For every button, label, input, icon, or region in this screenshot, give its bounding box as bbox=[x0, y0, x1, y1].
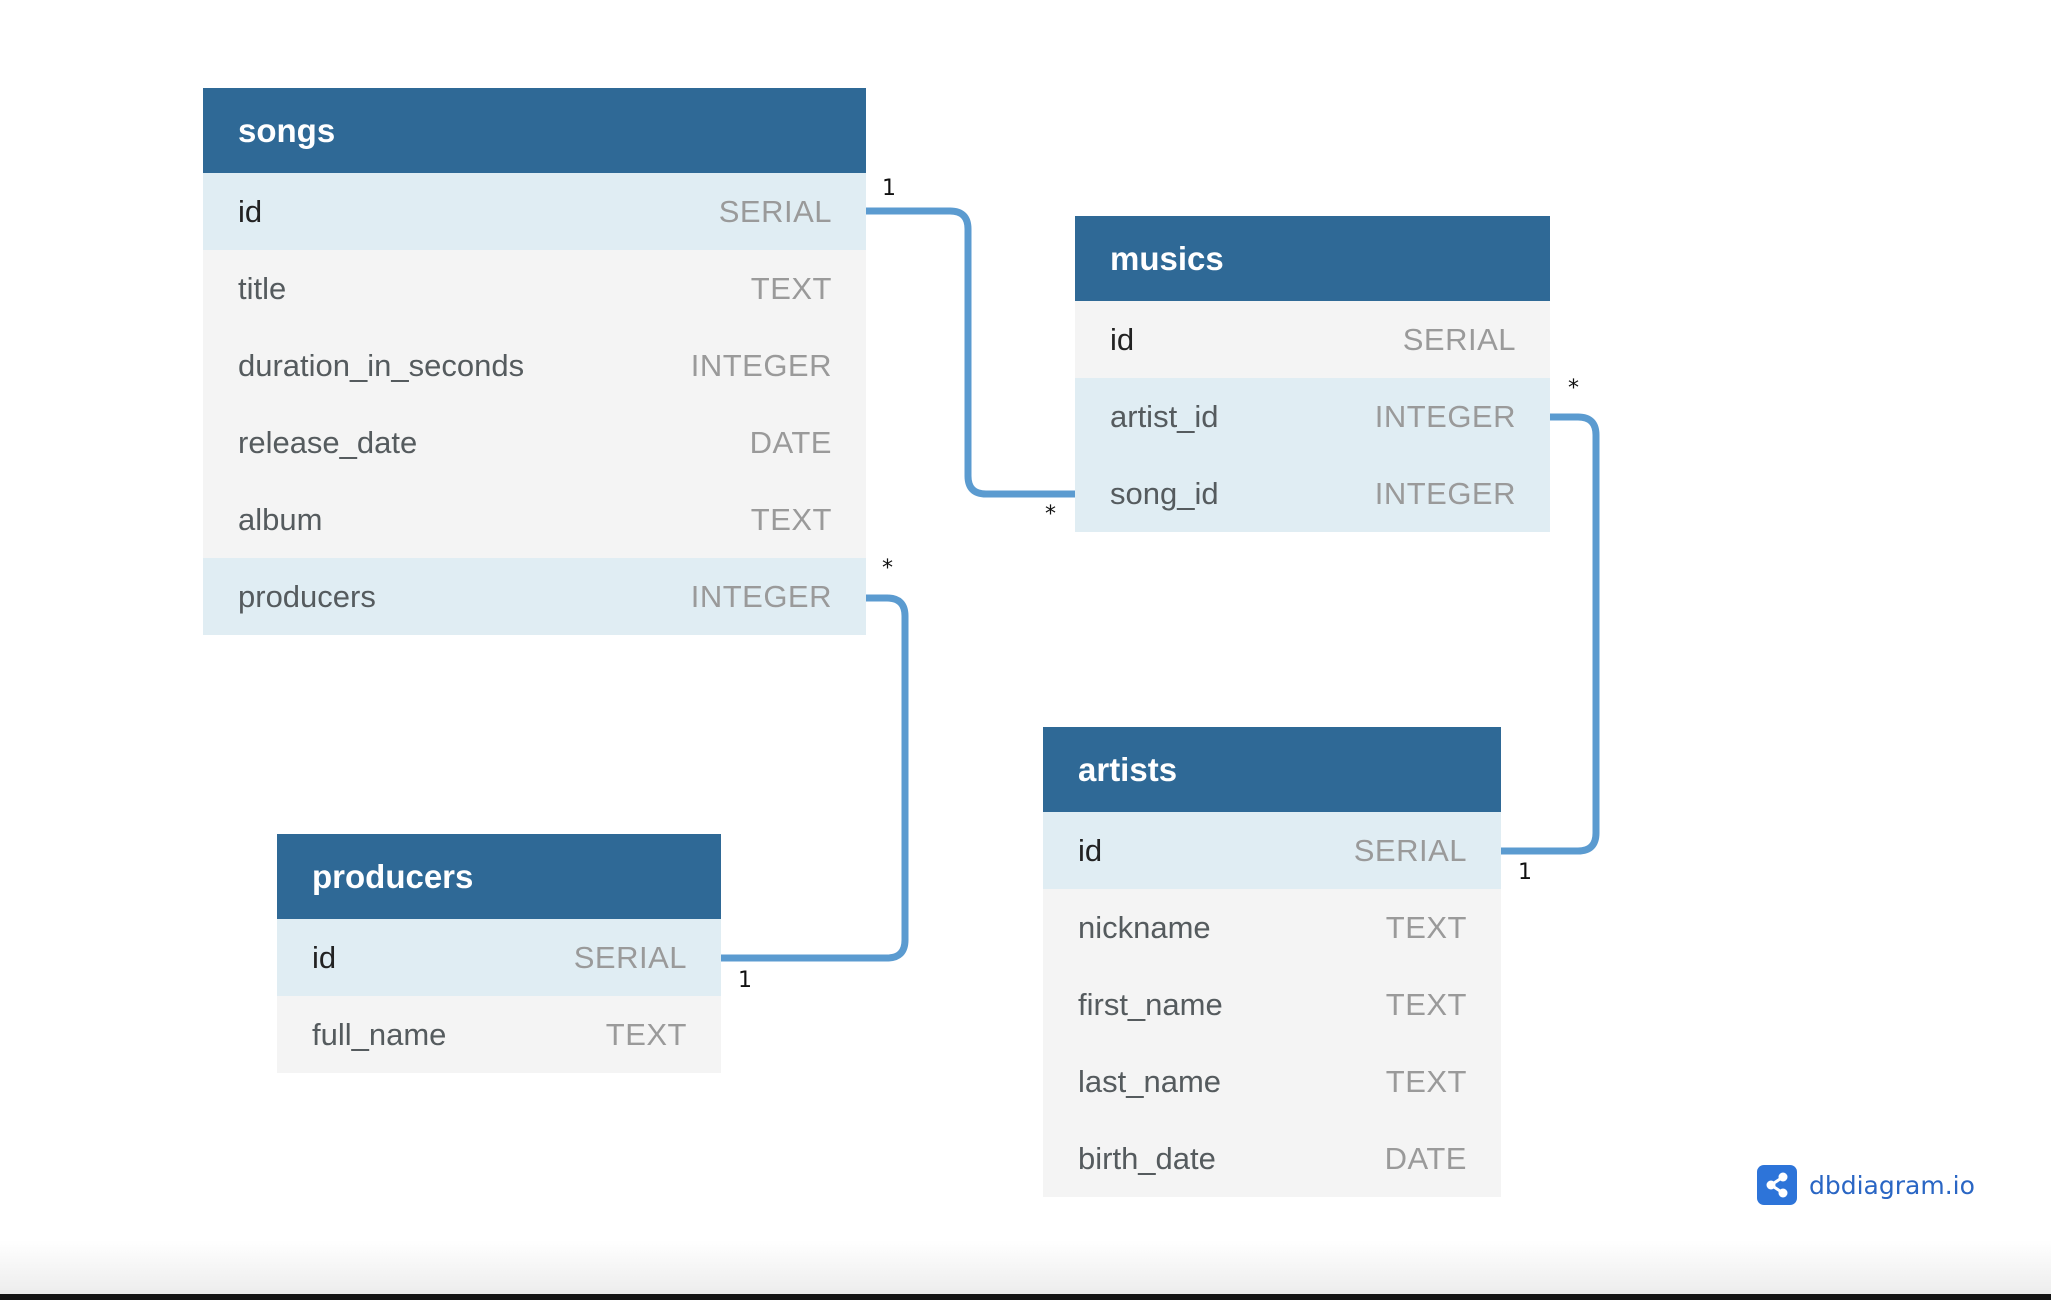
column-name: nickname bbox=[1078, 909, 1211, 945]
column-type: INTEGER bbox=[1374, 475, 1516, 511]
column-row[interactable]: full_name TEXT bbox=[277, 996, 721, 1073]
cardinality-label: 1 bbox=[738, 968, 752, 993]
column-name: release_date bbox=[238, 424, 418, 460]
column-type: TEXT bbox=[750, 501, 832, 537]
column-name: duration_in_seconds bbox=[238, 347, 525, 383]
column-type: INTEGER bbox=[690, 578, 832, 614]
column-name: last_name bbox=[1078, 1063, 1222, 1099]
table-header-musics[interactable]: musics bbox=[1075, 216, 1550, 301]
column-type: SERIAL bbox=[718, 193, 832, 229]
column-type: SERIAL bbox=[573, 939, 687, 975]
column-name: id bbox=[312, 939, 337, 975]
column-type: TEXT bbox=[605, 1016, 687, 1052]
column-type: INTEGER bbox=[690, 347, 832, 383]
column-row[interactable]: id SERIAL bbox=[203, 173, 866, 250]
column-type: DATE bbox=[1384, 1140, 1467, 1176]
link-songs-musics[interactable] bbox=[866, 207, 1075, 498]
table-artists[interactable]: artists id SERIAL nickname TEXT first_na… bbox=[1043, 727, 1501, 1197]
column-row[interactable]: id SERIAL bbox=[1075, 301, 1550, 378]
column-row[interactable]: id SERIAL bbox=[277, 919, 721, 996]
column-type: TEXT bbox=[750, 270, 832, 306]
column-type: DATE bbox=[749, 424, 832, 460]
link-songs-producers[interactable] bbox=[721, 594, 909, 962]
column-row[interactable]: birth_date DATE bbox=[1043, 1120, 1501, 1197]
column-name: producers bbox=[238, 578, 376, 614]
column-row[interactable]: release_date DATE bbox=[203, 404, 866, 481]
column-type: TEXT bbox=[1385, 909, 1467, 945]
column-name: birth_date bbox=[1078, 1140, 1216, 1176]
cardinality-label: 1 bbox=[1518, 860, 1532, 885]
column-row[interactable]: last_name TEXT bbox=[1043, 1043, 1501, 1120]
column-row[interactable]: artist_id INTEGER bbox=[1075, 378, 1550, 455]
column-row[interactable]: album TEXT bbox=[203, 481, 866, 558]
table-header-songs[interactable]: songs bbox=[203, 88, 866, 173]
cardinality-label: * bbox=[1568, 376, 1579, 401]
column-name: song_id bbox=[1110, 475, 1219, 511]
table-header-producers[interactable]: producers bbox=[277, 834, 721, 919]
footer-bar bbox=[0, 1294, 2051, 1300]
table-musics[interactable]: musics id SERIAL artist_id INTEGER song_… bbox=[1075, 216, 1550, 532]
column-name: full_name bbox=[312, 1016, 447, 1052]
dbdiagram-brand[interactable]: dbdiagram.io bbox=[1757, 1165, 1975, 1205]
brand-text: dbdiagram.io bbox=[1809, 1170, 1975, 1200]
column-name: id bbox=[1078, 832, 1103, 868]
column-name: id bbox=[238, 193, 263, 229]
column-name: artist_id bbox=[1110, 398, 1219, 434]
footer-shadow bbox=[0, 1240, 2051, 1296]
column-type: TEXT bbox=[1385, 986, 1467, 1022]
table-header-artists[interactable]: artists bbox=[1043, 727, 1501, 812]
table-producers[interactable]: producers id SERIAL full_name TEXT bbox=[277, 834, 721, 1073]
column-row[interactable]: nickname TEXT bbox=[1043, 889, 1501, 966]
column-type: SERIAL bbox=[1353, 832, 1467, 868]
column-name: album bbox=[238, 501, 323, 537]
column-type: TEXT bbox=[1385, 1063, 1467, 1099]
cardinality-label: * bbox=[1045, 502, 1056, 527]
column-name: first_name bbox=[1078, 986, 1223, 1022]
cardinality-label: 1 bbox=[882, 176, 896, 201]
link-musics-artists[interactable] bbox=[1501, 413, 1600, 855]
column-type: SERIAL bbox=[1402, 321, 1516, 357]
table-songs[interactable]: songs id SERIAL title TEXT duration_in_s… bbox=[203, 88, 866, 635]
cardinality-label: * bbox=[882, 556, 893, 581]
column-name: title bbox=[238, 270, 287, 306]
column-row[interactable]: title TEXT bbox=[203, 250, 866, 327]
column-row[interactable]: duration_in_seconds INTEGER bbox=[203, 327, 866, 404]
column-type: INTEGER bbox=[1374, 398, 1516, 434]
column-name: id bbox=[1110, 321, 1135, 357]
column-row[interactable]: producers INTEGER bbox=[203, 558, 866, 635]
column-row[interactable]: first_name TEXT bbox=[1043, 966, 1501, 1043]
column-row[interactable]: id SERIAL bbox=[1043, 812, 1501, 889]
share-icon bbox=[1757, 1165, 1797, 1205]
column-row[interactable]: song_id INTEGER bbox=[1075, 455, 1550, 532]
